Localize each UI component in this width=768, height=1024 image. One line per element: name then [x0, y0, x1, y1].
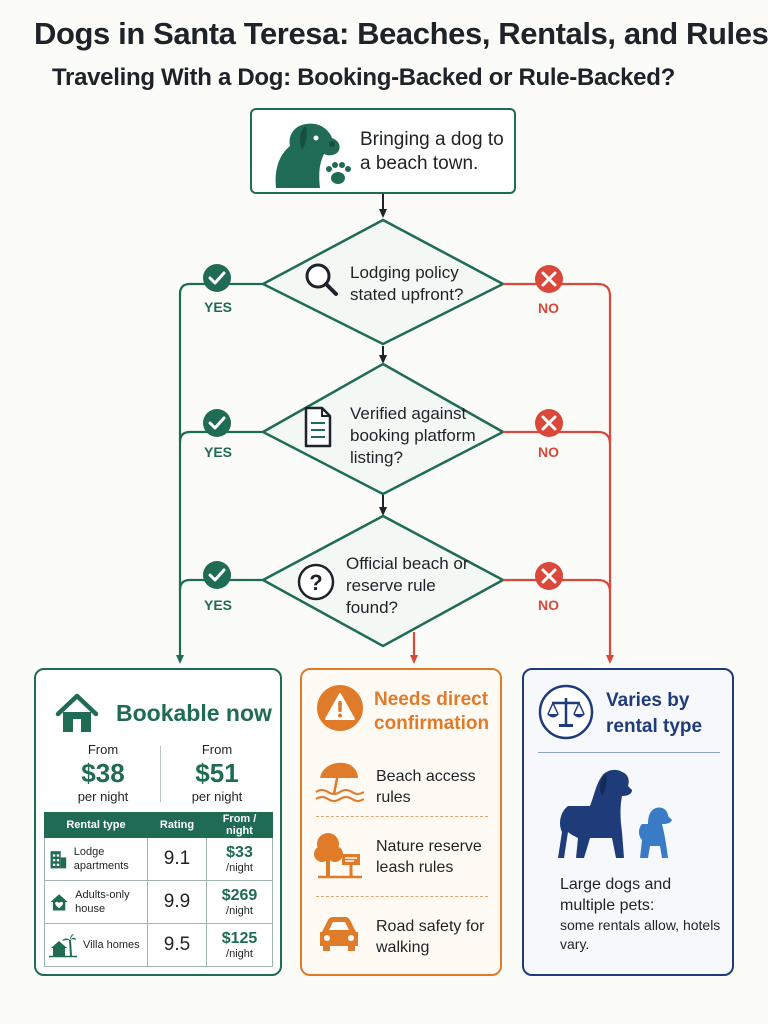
- confirm-title: Needs direct confirmation: [374, 689, 490, 734]
- decision-text-1: Lodging policy stated upfront?: [350, 263, 464, 304]
- divider: [316, 816, 488, 817]
- bookable-title: Bookable now: [116, 700, 272, 726]
- yes-label: YES: [204, 299, 233, 315]
- price-divider: [160, 746, 161, 802]
- svg-text:?: ?: [309, 570, 322, 595]
- document-icon: [304, 406, 332, 448]
- yes-label: YES: [204, 597, 233, 613]
- page-subtitle: Traveling With a Dog: Booking-Backed or …: [52, 64, 675, 91]
- cross-icon: [535, 562, 563, 590]
- table-row: Lodge apartments 9.1 $33 /night: [44, 837, 273, 881]
- varies-title: Varies by rental type: [606, 690, 703, 737]
- cell-unit: /night: [226, 905, 253, 917]
- yes-branch-line: [176, 282, 263, 664]
- decision-diamond-1: [260, 218, 506, 346]
- table-row: Villa homes 9.5 $125 /night: [44, 923, 273, 967]
- price-block: From $51 per night: [162, 742, 272, 804]
- yes-label: YES: [204, 444, 233, 460]
- no-label: NO: [538, 444, 559, 460]
- varies-text: Large dogs and multiple pets: some renta…: [560, 874, 730, 954]
- cell-unit: /night: [226, 948, 253, 960]
- confirm-item-text: Road safety for walking: [376, 918, 485, 956]
- house-heart-icon: [50, 894, 68, 911]
- rating-cell: 9.1: [147, 837, 207, 881]
- decision-text-2: Verified against booking platform listin…: [350, 404, 476, 467]
- confirm-item-text: Beach access rules: [376, 768, 476, 806]
- table-row: Adults-only house 9.9 $269 /night: [44, 880, 273, 924]
- table-header-row: Rental type Rating From / night: [44, 812, 273, 838]
- price-value: $51: [195, 758, 239, 788]
- divider: [316, 896, 488, 897]
- confirm-panel: Needs direct confirmation Beach access r…: [300, 668, 502, 976]
- varies-main-text: Large dogs and multiple pets:: [560, 876, 672, 914]
- villa-palm-icon: [49, 934, 77, 958]
- divider: [538, 752, 720, 753]
- check-icon: [203, 264, 231, 292]
- price-from: From: [87, 742, 119, 757]
- question-icon: ?: [297, 563, 335, 601]
- price-unit: per night: [77, 789, 129, 804]
- no-label: NO: [538, 597, 559, 613]
- column-header: From / night: [206, 812, 273, 838]
- page-title: Dogs in Santa Teresa: Beaches, Rentals, …: [34, 16, 768, 51]
- scales-icon: [538, 684, 594, 740]
- no-branch-line: [503, 282, 614, 664]
- rating-cell: 9.9: [147, 880, 207, 924]
- price-cell: $125 /night: [206, 923, 273, 967]
- check-icon: [203, 561, 231, 589]
- price-value: $38: [81, 758, 125, 788]
- varies-panel: Varies by rental type Large dogs and mul…: [522, 668, 734, 976]
- no-label: NO: [538, 300, 559, 316]
- rentals-table: Rental type Rating From / night: [44, 812, 273, 967]
- rental-type-label: Adults-only house: [75, 889, 130, 915]
- price-block: From $38 per night: [48, 742, 158, 804]
- column-header: Rental type: [44, 812, 148, 838]
- dogs-icon: [558, 769, 672, 858]
- price-unit: per night: [191, 789, 243, 804]
- rental-type-label: Lodge apartments: [73, 846, 129, 872]
- rating-cell: 9.5: [147, 923, 207, 967]
- confirm-item-text: Nature reserve leash rules: [376, 838, 482, 876]
- price-cell: $33 /night: [206, 837, 273, 881]
- decision-diamond-3: [260, 514, 506, 648]
- decision-text-3: Official beach or reserve rule found?: [346, 554, 469, 617]
- cell-unit: /night: [226, 862, 253, 874]
- dog-paw-icon: [275, 123, 351, 188]
- cross-icon: [535, 409, 563, 437]
- varies-sub-text: some rentals allow, hotels vary.: [560, 917, 721, 952]
- bookable-panel: Bookable now From $38 per night From $51…: [34, 668, 282, 976]
- cell-price: $269: [221, 887, 258, 904]
- warning-icon: [317, 685, 363, 731]
- column-header: Rating: [147, 812, 207, 838]
- cross-icon: [535, 265, 563, 293]
- car-icon: [320, 917, 358, 951]
- rental-type-label: Villa homes: [83, 939, 140, 951]
- decision-diamond-2: [260, 362, 506, 496]
- price-from: From: [201, 742, 233, 757]
- cell-price: $125: [221, 930, 258, 947]
- building-icon: [50, 851, 67, 869]
- house-icon: [55, 693, 99, 732]
- beach-umbrella-icon: [315, 762, 364, 802]
- check-icon: [203, 409, 231, 437]
- start-box: Bringing a dog to a beach town.: [250, 108, 516, 194]
- start-text: Bringing a dog to a beach town.: [360, 129, 504, 174]
- magnifier-icon: [305, 263, 338, 296]
- tree-sign-icon: [314, 833, 362, 879]
- cell-price: $33: [226, 844, 253, 861]
- price-cell: $269 /night: [206, 880, 273, 924]
